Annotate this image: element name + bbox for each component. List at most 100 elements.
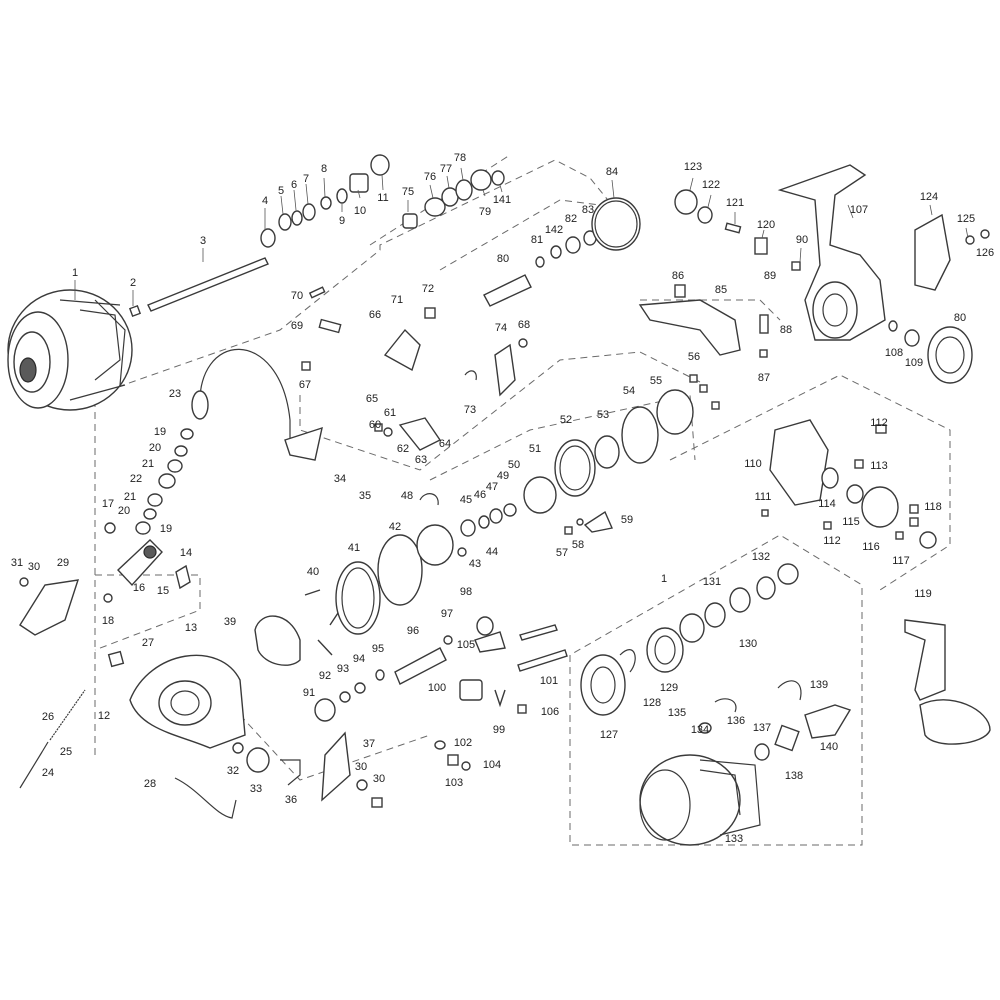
part-label-17: 17 xyxy=(102,498,114,510)
part-label-4: 4 xyxy=(262,195,268,207)
part-label-25: 25 xyxy=(60,746,72,758)
part-label-92: 92 xyxy=(319,670,331,682)
part-label-125: 125 xyxy=(957,213,975,225)
drive-gear-housing xyxy=(554,389,694,533)
part-label-96: 96 xyxy=(407,625,419,637)
part-label-124: 124 xyxy=(920,191,938,203)
part-label-18: 18 xyxy=(102,615,114,627)
part-label-73: 73 xyxy=(464,404,476,416)
part-label-81: 81 xyxy=(531,234,543,246)
part-label-21-1: 21 xyxy=(142,458,154,470)
part-label-58: 58 xyxy=(572,539,584,551)
oscillation-parts xyxy=(314,616,568,771)
part-label-101: 101 xyxy=(540,675,558,687)
part-label-112-1: 112 xyxy=(870,417,888,429)
part-label-61: 61 xyxy=(384,407,396,419)
part-label-11: 11 xyxy=(377,192,388,204)
part-label-100: 100 xyxy=(428,682,446,694)
part-label-118: 118 xyxy=(924,501,942,513)
part-label-13: 13 xyxy=(185,622,197,634)
rotor-small-parts xyxy=(232,731,383,808)
part-label-55: 55 xyxy=(650,375,662,387)
bail-wire xyxy=(191,348,323,461)
part-label-59: 59 xyxy=(621,514,633,526)
bail-spring xyxy=(19,689,86,789)
part-label-66: 66 xyxy=(369,309,381,321)
part-label-63: 63 xyxy=(415,454,427,466)
part-label-48: 48 xyxy=(401,490,413,502)
part-label-76: 76 xyxy=(424,171,436,183)
part-label-105: 105 xyxy=(457,639,475,651)
part-label-49: 49 xyxy=(497,470,509,482)
part-label-127: 127 xyxy=(600,729,618,741)
part-label-29: 29 xyxy=(57,557,69,569)
part-label-35: 35 xyxy=(359,490,371,502)
part-label-79: 79 xyxy=(479,206,491,218)
part-label-115: 115 xyxy=(842,516,860,528)
part-label-88: 88 xyxy=(780,324,792,336)
part-label-60: 60 xyxy=(369,419,381,431)
part-label-117: 117 xyxy=(892,555,910,567)
part-label-39: 39 xyxy=(224,616,236,628)
part-label-62: 62 xyxy=(397,443,409,455)
part-label-78: 78 xyxy=(454,152,466,164)
part-label-113: 113 xyxy=(870,460,888,472)
part-label-68: 68 xyxy=(518,319,530,331)
part-label-33: 33 xyxy=(250,783,262,795)
part-label-69: 69 xyxy=(291,320,303,332)
part-label-3: 3 xyxy=(200,235,206,247)
part-label-131: 131 xyxy=(703,576,721,588)
part-label-126: 126 xyxy=(976,247,994,259)
part-label-41: 41 xyxy=(348,542,360,554)
part-label-51: 51 xyxy=(529,443,541,455)
part-label-140: 140 xyxy=(820,741,838,753)
part-label-114: 114 xyxy=(818,498,836,510)
part-label-86: 86 xyxy=(672,270,684,282)
rotor xyxy=(107,650,246,749)
part-label-99: 99 xyxy=(493,724,505,736)
body-screws xyxy=(301,361,720,535)
part-label-6: 6 xyxy=(291,179,297,191)
part-label-30-3: 30 xyxy=(373,773,385,785)
part-label-132: 132 xyxy=(752,551,770,563)
wire-spring xyxy=(174,777,237,819)
bail-trip-mechanism xyxy=(308,286,528,451)
reel-body xyxy=(777,164,886,341)
part-label-14: 14 xyxy=(180,547,192,559)
part-label-7: 7 xyxy=(303,173,309,185)
one-way-clutch-parts xyxy=(419,476,557,557)
side-cover-parts xyxy=(761,419,937,549)
part-label-90: 90 xyxy=(796,234,808,246)
part-label-30-2: 30 xyxy=(355,761,367,773)
part-label-52: 52 xyxy=(560,414,572,426)
part-label-82: 82 xyxy=(565,213,577,225)
part-label-121: 121 xyxy=(726,197,744,209)
part-label-30-1: 30 xyxy=(28,561,40,573)
part-label-15: 15 xyxy=(157,585,169,597)
part-label-103: 103 xyxy=(445,777,463,789)
bail-cover xyxy=(19,577,80,636)
part-label-111: 111 xyxy=(755,491,772,503)
part-label-128: 128 xyxy=(643,697,661,709)
handle xyxy=(904,619,991,745)
pinion-gear-row xyxy=(483,197,641,307)
part-label-74: 74 xyxy=(495,322,507,334)
part-label-47: 47 xyxy=(486,481,498,493)
part-label-84: 84 xyxy=(606,166,618,178)
part-label-1-2: 1 xyxy=(661,573,667,585)
part-label-16: 16 xyxy=(133,582,145,594)
part-label-80-2: 80 xyxy=(954,312,966,324)
part-label-9: 9 xyxy=(339,215,345,227)
part-label-102: 102 xyxy=(454,737,472,749)
part-label-97: 97 xyxy=(441,608,453,620)
part-label-43: 43 xyxy=(469,558,481,570)
part-label-5: 5 xyxy=(278,185,284,197)
line-roller-parts xyxy=(698,680,852,761)
part-label-83: 83 xyxy=(582,204,594,216)
part-label-116: 116 xyxy=(862,541,880,553)
part-label-137: 137 xyxy=(753,722,771,734)
part-label-93: 93 xyxy=(337,663,349,675)
part-label-89: 89 xyxy=(764,270,776,282)
part-label-26: 26 xyxy=(42,711,54,723)
